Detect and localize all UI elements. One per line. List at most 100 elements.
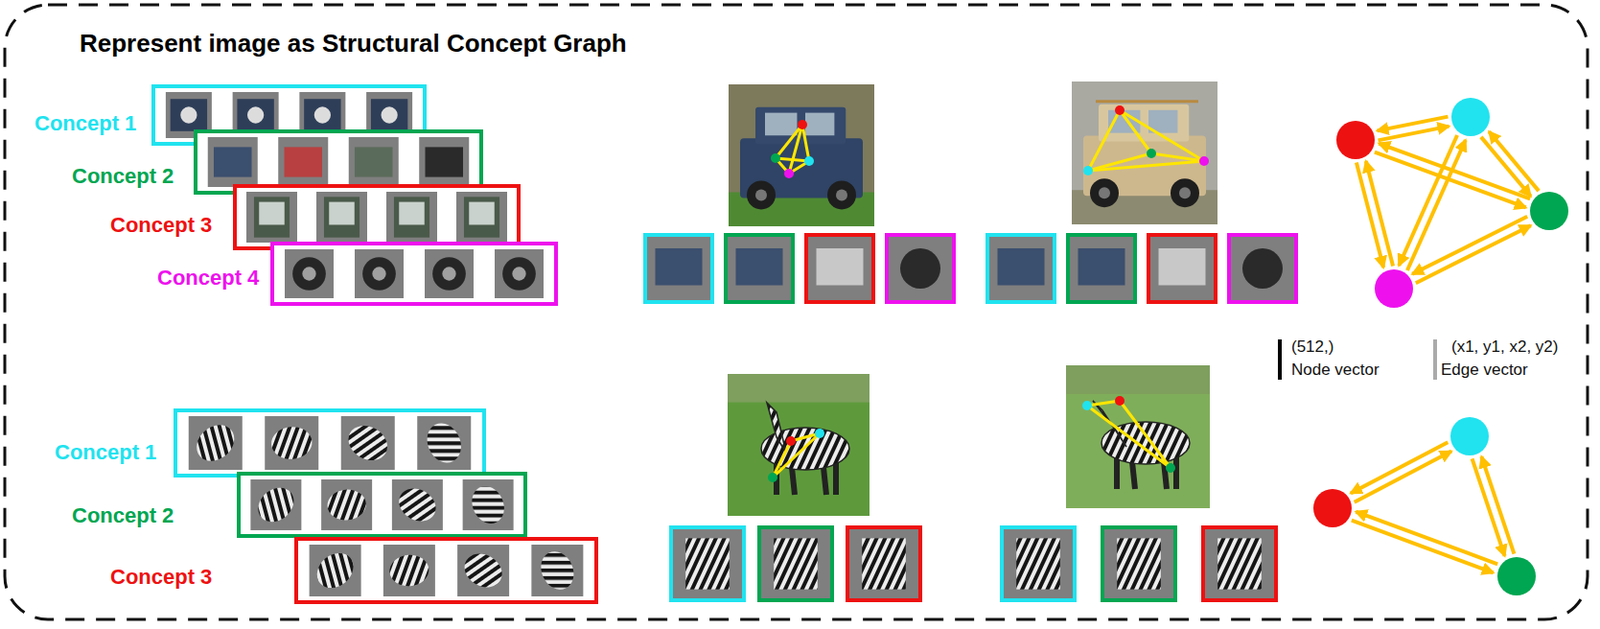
graph-edge-arrow (1351, 520, 1494, 574)
graph-node-circle (1374, 269, 1414, 308)
concept-patch (1102, 527, 1176, 601)
patch-texture (328, 202, 355, 226)
patch-texture (511, 266, 526, 280)
vector-shape-label: (x1, y1, x2, y2) (1451, 337, 1558, 357)
patch-texture (424, 146, 464, 177)
concept-patch-row (987, 234, 1297, 302)
legend-swatch (1433, 339, 1438, 380)
concept-patch (250, 479, 302, 531)
keypoint-dot (1165, 463, 1176, 473)
vehicle-photo (1071, 81, 1218, 225)
zebra-photo (1066, 365, 1210, 509)
graph-edge-arrow (1481, 137, 1531, 197)
concept-patch (383, 544, 436, 597)
keypoint-link (1088, 110, 1120, 171)
keypoint-dot (804, 156, 814, 166)
patch-texture (432, 256, 466, 291)
keypoint-link (1087, 400, 1120, 406)
dashed-frame (4, 4, 1588, 620)
patch-texture (388, 553, 431, 588)
keypoint-dot (767, 472, 778, 483)
patch-texture (773, 537, 818, 589)
patch-texture (441, 266, 456, 280)
concept-patch (725, 234, 793, 302)
concept-patch (321, 479, 372, 531)
patch-texture (283, 146, 323, 177)
patch-texture (1217, 537, 1262, 589)
wheel-hub (1179, 186, 1191, 199)
vehicle-wheel (1089, 178, 1119, 208)
graph-node-circle (1451, 97, 1490, 137)
concept-patch (987, 234, 1055, 302)
patch-texture (324, 196, 360, 237)
concept-patch (424, 249, 474, 299)
patch-texture (189, 417, 242, 468)
concept-graph (1313, 417, 1536, 596)
concept-patch (759, 527, 833, 601)
patch-texture (325, 487, 368, 522)
wheel-hub (755, 188, 767, 201)
photo-trees (1066, 365, 1210, 395)
keypoint-dot (1083, 165, 1093, 176)
concept-patch (341, 416, 395, 470)
concept-patch (456, 191, 508, 243)
concept-patch (418, 137, 469, 187)
patch-texture (354, 146, 394, 177)
concept-label: Concept 3 (110, 564, 212, 590)
patch-texture (303, 98, 341, 132)
keypoint-link (772, 440, 791, 478)
concept-label: Concept 2 (71, 503, 174, 529)
concept-patch-row (671, 527, 921, 601)
photo-background (727, 373, 870, 516)
concept-label: Concept 1 (54, 440, 157, 465)
concept-box: Concept 1 (173, 408, 487, 478)
patch-texture (180, 106, 197, 123)
concept-box: Concept 4 (270, 241, 558, 306)
concept-patch (417, 416, 471, 470)
graph-node-circle (1497, 556, 1536, 596)
vehicle-photo (728, 84, 875, 227)
graph-edge-arrow (1366, 161, 1393, 266)
patch-strip (240, 475, 524, 534)
concept-patch (1001, 527, 1075, 601)
legend-swatch (1277, 339, 1282, 380)
concept-patch (188, 416, 243, 470)
patch-texture (362, 256, 396, 291)
patch-texture (534, 546, 580, 596)
legend-text: Node vector (1291, 360, 1380, 380)
zebra-neck (766, 402, 787, 453)
concept-patch (1228, 234, 1297, 302)
patch-strip (177, 412, 483, 474)
photo-background (728, 84, 875, 227)
graph-edge-arrow (1412, 216, 1528, 275)
patch-texture (292, 256, 326, 291)
graph-edge-arrow (1374, 152, 1527, 209)
photo-trees (727, 373, 870, 403)
wheel-hub (835, 188, 848, 201)
patch-texture (258, 202, 285, 226)
concept-patch-row (1001, 527, 1276, 601)
concept-patch (1148, 234, 1216, 302)
concept-patch (806, 234, 874, 302)
patch-texture (236, 98, 274, 132)
patch-texture (1116, 537, 1161, 589)
concept-patch (392, 479, 443, 531)
photo-background (1066, 365, 1210, 509)
graph-edge-arrow (1398, 135, 1458, 266)
patch-texture (170, 98, 208, 132)
patch-strip (197, 133, 480, 191)
keypoint-link (772, 433, 820, 478)
patch-strip (274, 245, 555, 302)
patch-texture (997, 248, 1045, 286)
graph-edge-arrow (1488, 131, 1539, 191)
patch-texture (1159, 248, 1206, 286)
concept-patch-row (645, 234, 954, 302)
concept-label: Concept 1 (34, 111, 137, 137)
patch-texture (393, 482, 442, 529)
concept-patch (645, 234, 713, 302)
graph-node-circle (1313, 488, 1352, 528)
keypoint-link (1119, 110, 1152, 154)
concept-patch (847, 527, 921, 601)
concept-patch (284, 249, 334, 299)
keypoint-dot (1199, 156, 1209, 166)
